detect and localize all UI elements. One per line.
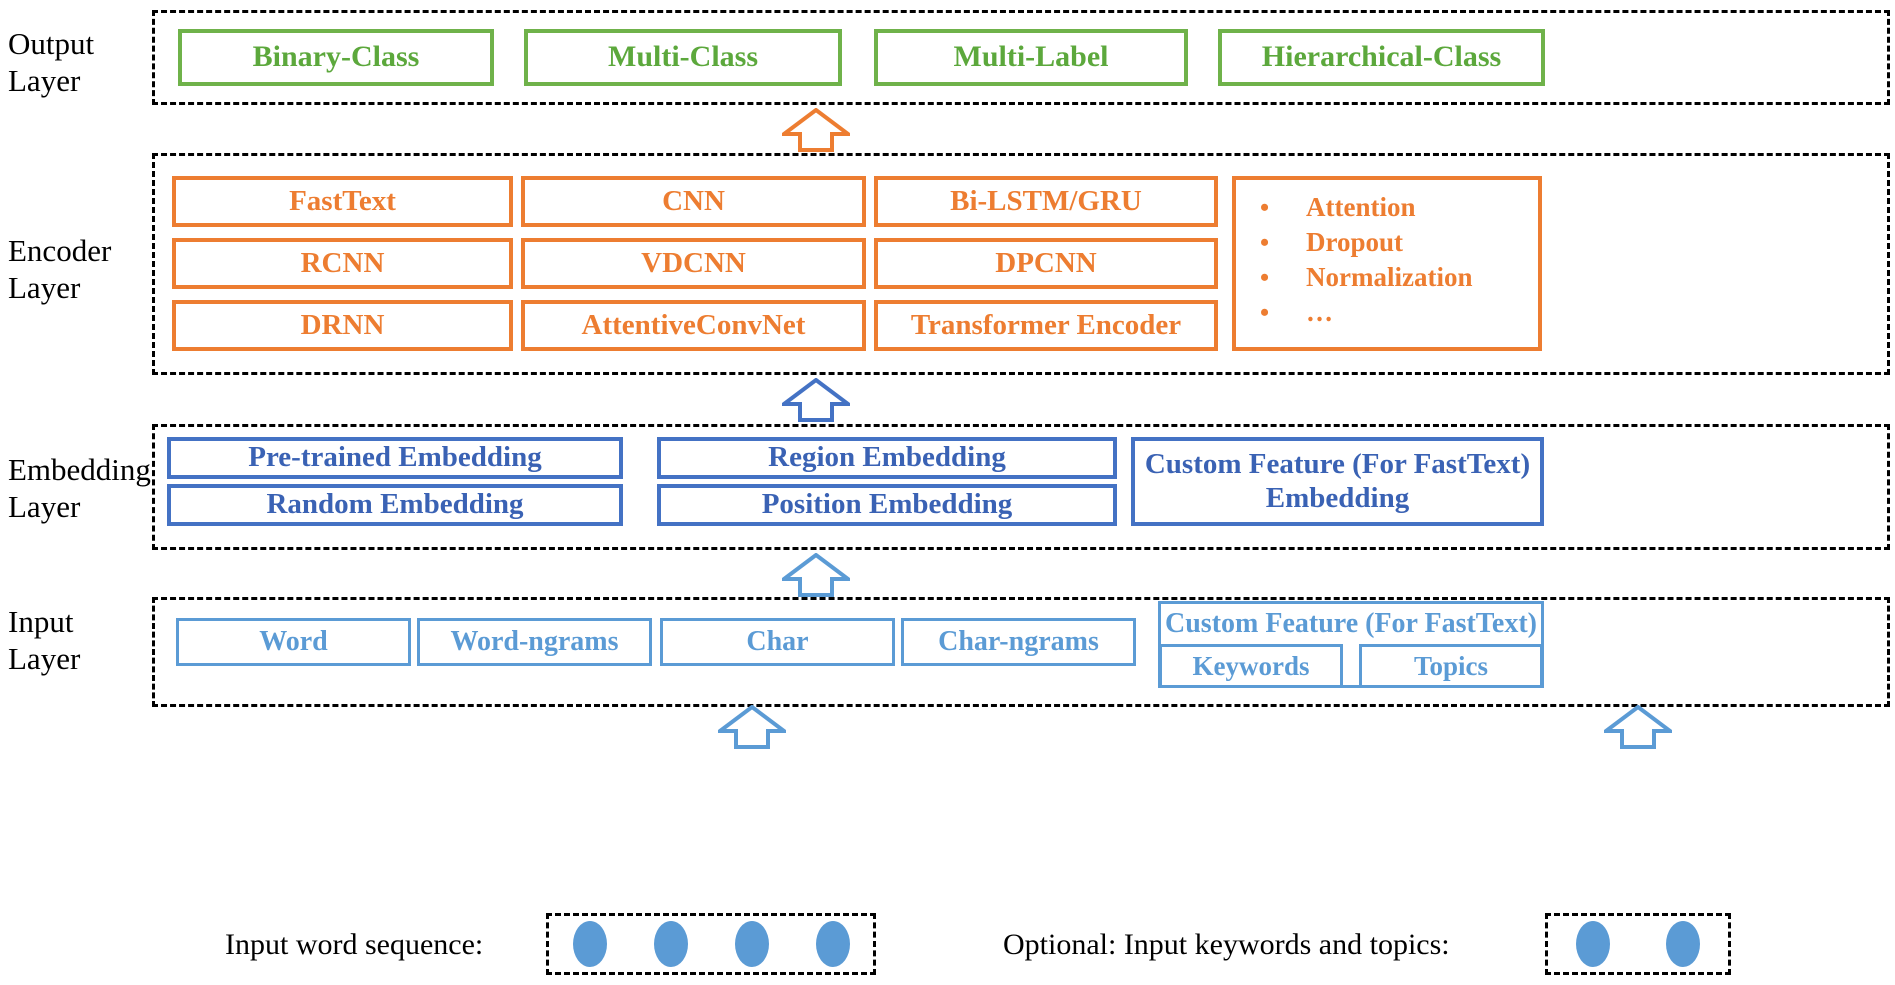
token-dot: [815, 921, 850, 967]
output-box-multi-label[interactable]: Multi-Label: [874, 29, 1188, 86]
token-dot: [734, 921, 769, 967]
bullet-dot-icon: •: [1260, 298, 1270, 327]
encoder-bullet-label: …: [1306, 297, 1333, 327]
encoder-layer-container: [152, 153, 1890, 375]
layer-label-output: Output Layer: [8, 26, 95, 98]
input-custom-feature-chips: Keywords Topics: [1159, 644, 1543, 689]
output-box-hierarchical-class[interactable]: Hierarchical-Class: [1218, 29, 1545, 86]
encoder-box-rcnn[interactable]: RCNN: [172, 238, 513, 289]
encoder-bullet-ellipsis: • …: [1236, 297, 1538, 332]
optional-keywords-topics-label: Optional: Input keywords and topics:: [1003, 928, 1450, 961]
arrow-input-to-embedding: [778, 552, 854, 597]
encoder-bullet-label: Dropout: [1306, 227, 1404, 257]
layer-label-input: Input Layer: [8, 604, 81, 676]
input-box-word-ngrams[interactable]: Word-ngrams: [417, 618, 652, 666]
bullet-dot-icon: •: [1260, 228, 1270, 257]
layer-label-embedding: Embedding Layer: [8, 452, 151, 524]
encoder-box-attentiveconvnet[interactable]: AttentiveConvNet: [521, 300, 866, 351]
input-chip-keywords[interactable]: Keywords: [1159, 644, 1343, 689]
encoder-bullet-attention: • Attention: [1236, 192, 1538, 227]
output-layer-container: [152, 10, 1890, 105]
embedding-box-custom-feature[interactable]: Custom Feature (For FastText) Embedding: [1131, 437, 1544, 526]
input-custom-feature-title: Custom Feature (For FastText): [1165, 608, 1537, 639]
encoder-box-bilstm-gru[interactable]: Bi-LSTM/GRU: [874, 176, 1218, 227]
encoder-box-cnn[interactable]: CNN: [521, 176, 866, 227]
embedding-box-region[interactable]: Region Embedding: [657, 437, 1117, 479]
input-chip-topics[interactable]: Topics: [1359, 644, 1543, 689]
output-box-multi-class[interactable]: Multi-Class: [524, 29, 842, 86]
encoder-bullet-label: Attention: [1306, 192, 1416, 222]
layer-label-encoder: Encoder Layer: [8, 233, 112, 305]
input-box-char-ngrams[interactable]: Char-ngrams: [901, 618, 1136, 666]
token-dot: [653, 921, 688, 967]
input-box-custom-feature[interactable]: Custom Feature (For FastText) Keywords T…: [1158, 601, 1544, 689]
input-layer-container: [152, 597, 1890, 707]
word-sequence-token-group[interactable]: [546, 913, 876, 975]
arrow-embedding-to-encoder: [778, 377, 854, 422]
arrow-keywords-to-input: [1600, 704, 1676, 749]
output-box-binary-class[interactable]: Binary-Class: [178, 29, 494, 86]
encoder-box-fasttext[interactable]: FastText: [172, 176, 513, 227]
token-dot: [572, 921, 607, 967]
encoder-box-dpcnn[interactable]: DPCNN: [874, 238, 1218, 289]
bullet-dot-icon: •: [1260, 193, 1270, 222]
encoder-bullet-normalization: • Normalization: [1236, 262, 1538, 297]
embedding-box-pre-trained[interactable]: Pre-trained Embedding: [167, 437, 623, 479]
input-box-word[interactable]: Word: [176, 618, 411, 666]
encoder-box-drnn[interactable]: DRNN: [172, 300, 513, 351]
bullet-dot-icon: •: [1260, 263, 1270, 292]
embedding-box-position[interactable]: Position Embedding: [657, 484, 1117, 526]
embedding-box-random[interactable]: Random Embedding: [167, 484, 623, 526]
encoder-bullet-label: Normalization: [1306, 262, 1473, 292]
keywords-topics-token-group[interactable]: [1545, 913, 1731, 975]
encoder-box-transformer-encoder[interactable]: Transformer Encoder: [874, 300, 1218, 351]
encoder-components-box[interactable]: • Attention • Dropout • Normalization • …: [1232, 176, 1542, 351]
token-dot: [1576, 921, 1610, 967]
embedding-layer-container: [152, 424, 1890, 550]
input-box-char[interactable]: Char: [660, 618, 895, 666]
token-dot: [1666, 921, 1700, 967]
arrow-encoder-to-output: [778, 107, 854, 152]
input-word-sequence-label: Input word sequence:: [225, 928, 484, 961]
encoder-bullet-dropout: • Dropout: [1236, 227, 1538, 262]
arrow-word-sequence-to-input: [714, 704, 790, 749]
encoder-box-vdcnn[interactable]: VDCNN: [521, 238, 866, 289]
